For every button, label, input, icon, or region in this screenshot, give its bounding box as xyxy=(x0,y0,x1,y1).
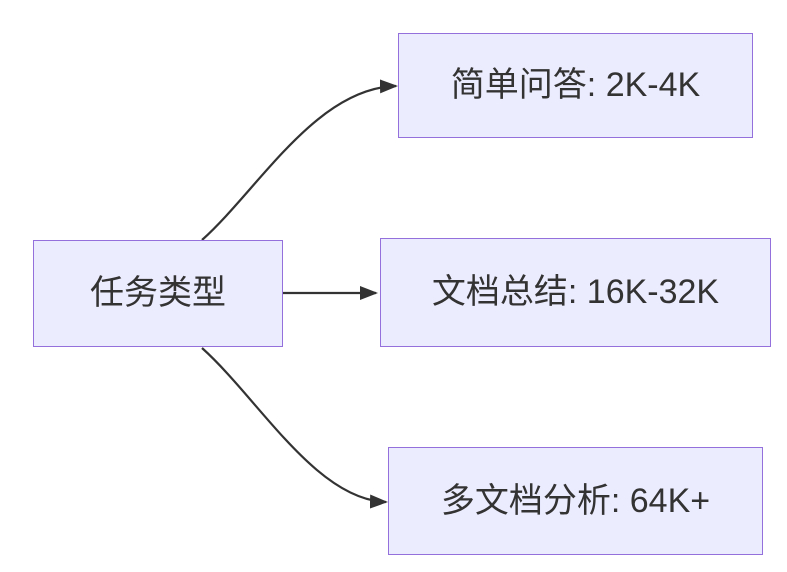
edge-task-type-to-multi-doc-analysis xyxy=(201,347,388,509)
node-simple-qa-label: 简单问答: 2K-4K xyxy=(450,66,701,105)
edge-task-type-to-simple-qa xyxy=(201,79,398,241)
node-task-type: 任务类型 xyxy=(33,240,283,347)
node-doc-summary: 文档总结: 16K-32K xyxy=(380,238,771,347)
node-doc-summary-label: 文档总结: 16K-32K xyxy=(431,273,720,312)
node-simple-qa: 简单问答: 2K-4K xyxy=(398,33,753,138)
node-multi-doc-analysis: 多文档分析: 64K+ xyxy=(388,447,763,555)
node-task-type-label: 任务类型 xyxy=(90,274,226,313)
node-multi-doc-analysis-label: 多文档分析: 64K+ xyxy=(440,481,711,520)
